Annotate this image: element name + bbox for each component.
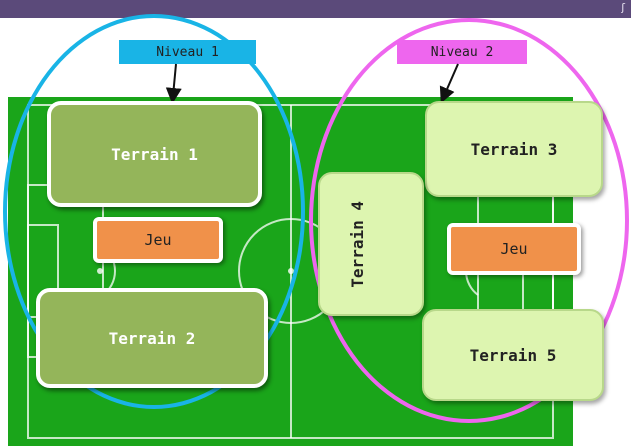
terrain-1-label: Terrain 1 — [111, 144, 198, 164]
level-1-arrow — [165, 63, 182, 104]
terrain-1-box: Terrain 1 — [47, 101, 262, 207]
terrain-2-label: Terrain 2 — [108, 328, 196, 348]
jeu-box-1: Jeu — [93, 217, 223, 263]
terrain-4-box: Terrain 4 — [318, 172, 424, 316]
jeu-box-2: Jeu — [447, 223, 581, 275]
level-2-arrow — [439, 63, 459, 104]
terrain-5-box: Terrain 5 — [422, 309, 604, 401]
terrain-3-box: Terrain 3 — [425, 101, 603, 197]
corner-mark: ʃ — [621, 1, 625, 14]
jeu-label-2: Jeu — [500, 240, 528, 258]
level-1-label: Niveau 1 — [119, 40, 256, 64]
level-2-label: Niveau 2 — [397, 40, 527, 64]
terrain-2-box: Terrain 2 — [36, 288, 268, 388]
terrain-5-label: Terrain 5 — [469, 345, 557, 365]
terrain-4-label: Terrain 4 — [348, 200, 367, 288]
top-bar: ʃ — [0, 0, 631, 18]
terrain-3-label: Terrain 3 — [470, 139, 558, 159]
jeu-label-1: Jeu — [144, 231, 172, 249]
